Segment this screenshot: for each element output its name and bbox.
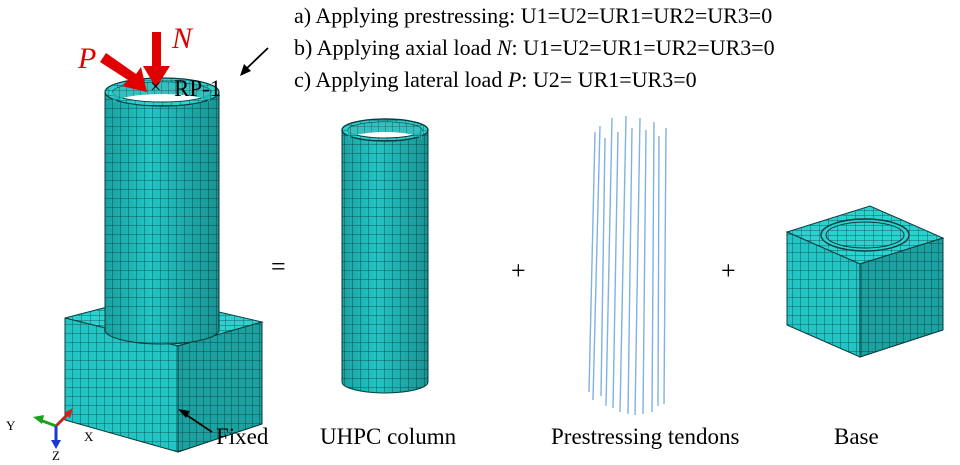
rp-leader-arrow [240,47,269,76]
load-arrows [100,32,170,92]
plus-sign-1: + [511,256,526,285]
uhpc-column-mesh [341,118,429,394]
axis-y-line [39,418,57,428]
axis-x-label: X [84,429,94,444]
prestressing-tendons-label: Prestressing tendons [551,424,740,449]
assembled-model [64,77,264,453]
axis-y-label: Y [6,418,16,433]
prestressing-tendons [588,115,667,416]
axis-triad [33,408,73,449]
base-label: Base [834,424,879,449]
bc-line-a: a) Applying prestressing: U1=U2=UR1=UR2=… [294,3,773,28]
base-mesh [785,205,945,358]
axial-load-arrow-shaft [152,32,161,68]
axial-load-arrow-head [143,66,170,88]
bc-line-c: c) Applying lateral load P: U2= UR1=UR3=… [294,67,697,92]
equals-sign: = [271,252,286,281]
plus-sign-2: + [721,256,736,285]
reference-point-label: RP-1 [174,76,222,101]
fixed-leader-arrow [178,409,213,433]
lateral-load-label: P [78,42,97,75]
reference-point-mark: × [150,76,162,98]
uhpc-column-label: UHPC column [320,424,457,449]
axial-load-label: N [172,22,193,55]
fixed-label: Fixed [216,424,269,449]
lateral-load-arrow [100,53,147,92]
bc-line-b: b) Applying axial load N: U1=U2=UR1=UR2=… [294,35,775,60]
axis-z-label: Z [52,448,60,463]
